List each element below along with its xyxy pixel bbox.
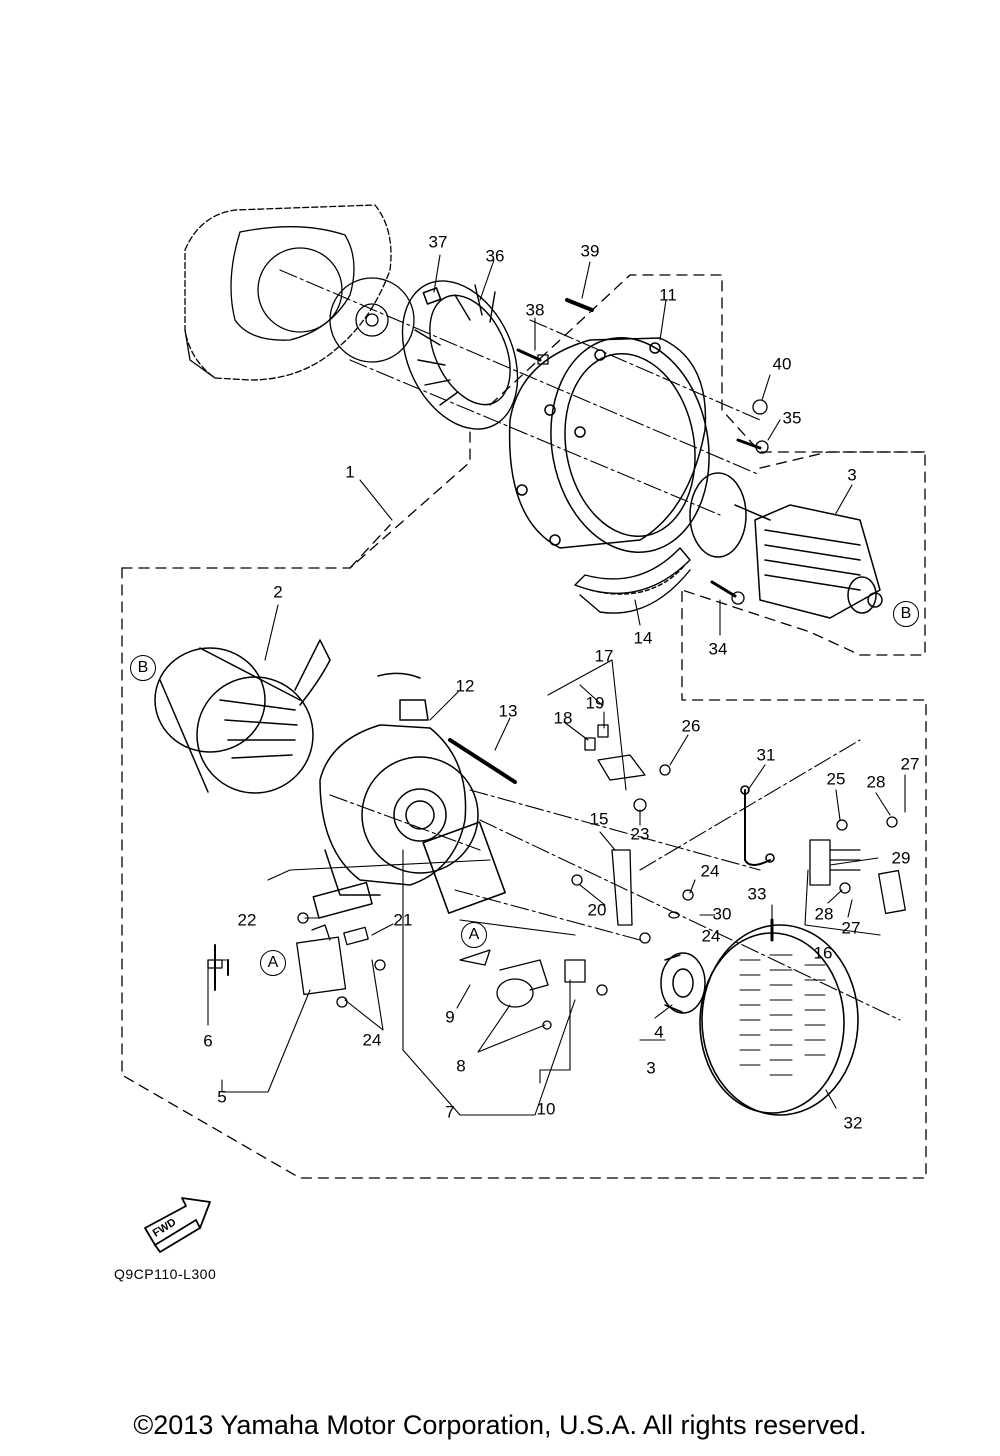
callout-6: 6 xyxy=(203,1031,213,1051)
rectifier xyxy=(809,816,906,915)
group-boundaries xyxy=(121,274,927,1179)
callout-26: 26 xyxy=(681,716,701,736)
end-housing xyxy=(312,672,479,919)
callout-4: 4 xyxy=(654,1022,664,1042)
engine-housing xyxy=(184,204,415,381)
callout-20: 20 xyxy=(587,900,607,920)
callout-29: 29 xyxy=(891,848,911,868)
assembly-axes xyxy=(279,269,901,1021)
diagram-reference-code: Q9CP110-L300 xyxy=(114,1266,217,1282)
alternator-housing xyxy=(508,337,710,553)
callout-25: 25 xyxy=(826,769,846,789)
callout-14: 14 xyxy=(633,628,653,648)
bearing xyxy=(660,952,706,1014)
callout-37: 37 xyxy=(428,232,448,252)
group-boundary-1 xyxy=(121,274,926,569)
callout-27-lower: 27 xyxy=(841,918,861,938)
leader-lines xyxy=(207,254,906,1116)
relay-parts xyxy=(459,874,694,1030)
brush-holder xyxy=(584,724,671,812)
through-bolt-13 xyxy=(448,738,517,784)
callout-21: 21 xyxy=(393,910,413,930)
callout-5: 5 xyxy=(217,1087,227,1107)
callout-23: 23 xyxy=(630,824,650,844)
callout-38: 38 xyxy=(525,300,545,320)
callout-24-lower: 24 xyxy=(362,1030,382,1050)
ground-cable xyxy=(744,789,771,866)
callout-27-upper: 27 xyxy=(900,754,920,774)
callout-31: 31 xyxy=(756,745,776,765)
callout-12: 12 xyxy=(455,676,475,696)
fwd-arrow-icon xyxy=(144,1197,211,1253)
callout-7: 7 xyxy=(445,1102,455,1122)
callout-8: 8 xyxy=(456,1056,466,1076)
reference-marker-a-regulator: A xyxy=(260,950,286,976)
callout-3-bearing: 3 xyxy=(646,1058,656,1078)
callout-24-middle: 24 xyxy=(700,861,720,881)
callout-16: 16 xyxy=(813,943,833,963)
callout-35: 35 xyxy=(782,408,802,428)
bracket-15 xyxy=(611,849,633,926)
callout-40: 40 xyxy=(772,354,792,374)
callout-3-rotor: 3 xyxy=(847,465,857,485)
small-parts xyxy=(207,912,386,1008)
callout-24-right: 24 xyxy=(701,926,721,946)
callout-19: 19 xyxy=(585,693,605,713)
callout-30: 30 xyxy=(712,904,732,924)
guard-plate xyxy=(574,547,691,614)
callout-18: 18 xyxy=(553,708,573,728)
callout-39: 39 xyxy=(580,241,600,261)
reference-marker-b-rotor: B xyxy=(893,601,919,627)
callout-28-lower: 28 xyxy=(814,904,834,924)
callout-15: 15 xyxy=(589,809,609,829)
rotor-assembly xyxy=(689,472,883,619)
callout-1: 1 xyxy=(345,462,355,482)
group-boundary-3 xyxy=(681,451,926,656)
callout-32: 32 xyxy=(843,1113,863,1133)
callout-28-upper: 28 xyxy=(866,772,886,792)
spacer-37 xyxy=(422,287,442,305)
stator xyxy=(154,639,331,794)
terminal-plate-7 xyxy=(422,821,506,914)
callout-10: 10 xyxy=(536,1099,556,1119)
callout-13: 13 xyxy=(498,701,518,721)
callout-34: 34 xyxy=(708,639,728,659)
fasteners-top xyxy=(516,298,769,605)
callout-2: 2 xyxy=(273,582,283,602)
callout-33: 33 xyxy=(747,884,767,904)
callout-9: 9 xyxy=(445,1007,455,1027)
reference-marker-b-stator: B xyxy=(130,655,156,681)
callout-36: 36 xyxy=(485,246,505,266)
reference-marker-a-terminal: A xyxy=(461,922,487,948)
rear-cover xyxy=(699,918,859,1116)
callout-22: 22 xyxy=(237,910,257,930)
callout-11: 11 xyxy=(659,285,677,305)
cooling-fan xyxy=(401,280,519,430)
copyright-notice: ©2013 Yamaha Motor Corporation, U.S.A. A… xyxy=(133,1410,867,1440)
callout-17: 17 xyxy=(594,646,614,666)
